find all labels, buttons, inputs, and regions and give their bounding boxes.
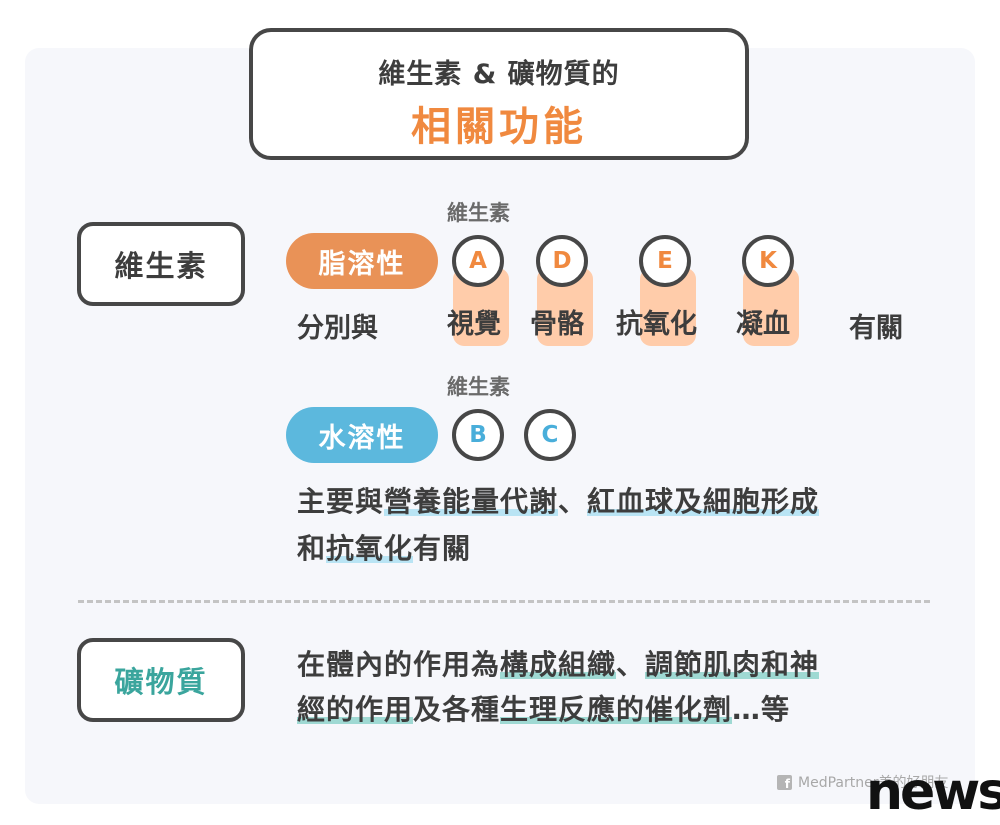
text-span: 、 — [558, 485, 588, 518]
title-line-2: 相關功能 — [411, 104, 587, 150]
underlined-red-blood-cell: 紅血球及細胞形成 — [587, 485, 820, 518]
minerals-line-2: 經的作用及各種生理反應的催化劑…等 — [297, 688, 790, 728]
minerals-label-box: 礦物質 — [77, 638, 245, 722]
text-span: 在體內的作用為 — [297, 648, 501, 681]
function-vision: 視覺 — [447, 309, 501, 340]
fat-soluble-suffix: 有關 — [849, 313, 903, 344]
underlined-energy-metabolism: 營養能量代謝 — [384, 485, 559, 518]
vitamin-a-circle: A — [452, 235, 504, 287]
underlined-catalyst: 生理反應的催化劑 — [500, 693, 733, 726]
fat-soluble-vitamin-label: 維生素 — [447, 201, 510, 225]
fat-soluble-pill: 脂溶性 — [286, 233, 438, 289]
vitamin-k-circle: K — [742, 235, 794, 287]
underlined-nerve-function: 經的作用 — [297, 693, 414, 726]
text-span: 和 — [297, 532, 327, 565]
vitamin-c-circle: C — [524, 409, 576, 461]
minerals-line-1: 在體內的作用為構成組織、調節肌肉和神 — [297, 643, 820, 683]
vitamin-d-circle: D — [536, 235, 588, 287]
news-logo: news — [866, 762, 1000, 822]
underlined-muscle-nerve: 調節肌肉和神 — [645, 648, 820, 681]
section-divider — [78, 600, 930, 603]
function-antioxidant: 抗氧化 — [616, 309, 697, 340]
underlined-antioxidant: 抗氧化 — [326, 532, 414, 565]
underlined-tissue: 構成組織 — [500, 648, 617, 681]
text-span: 主要與 — [297, 485, 385, 518]
water-soluble-vitamin-label: 維生素 — [447, 375, 510, 399]
credit: f MedPartner美的好朋友 — [777, 772, 948, 792]
title-box: 維生素 & 礦物質的 相關功能 — [249, 28, 749, 160]
function-coagulation: 凝血 — [736, 309, 790, 340]
vitamins-label-box: 維生素 — [77, 222, 245, 306]
vitamin-b-circle: B — [452, 409, 504, 461]
text-span: …等 — [732, 693, 791, 726]
water-soluble-line-1: 主要與營養能量代謝、紅血球及細胞形成 — [297, 480, 820, 520]
water-soluble-line-2: 和抗氧化有關 — [297, 527, 471, 567]
water-soluble-pill: 水溶性 — [286, 407, 438, 463]
credit-text: MedPartner美的好朋友 — [798, 775, 949, 791]
text-span: 有關 — [413, 532, 472, 565]
facebook-icon: f — [777, 774, 792, 790]
text-span: 、 — [616, 648, 646, 681]
function-bone: 骨骼 — [530, 309, 584, 340]
text-span: 及各種 — [413, 693, 501, 726]
title-line-1: 維生素 & 礦物質的 — [378, 59, 620, 90]
vitamin-e-circle: E — [639, 235, 691, 287]
fat-soluble-prefix: 分別與 — [297, 313, 378, 344]
